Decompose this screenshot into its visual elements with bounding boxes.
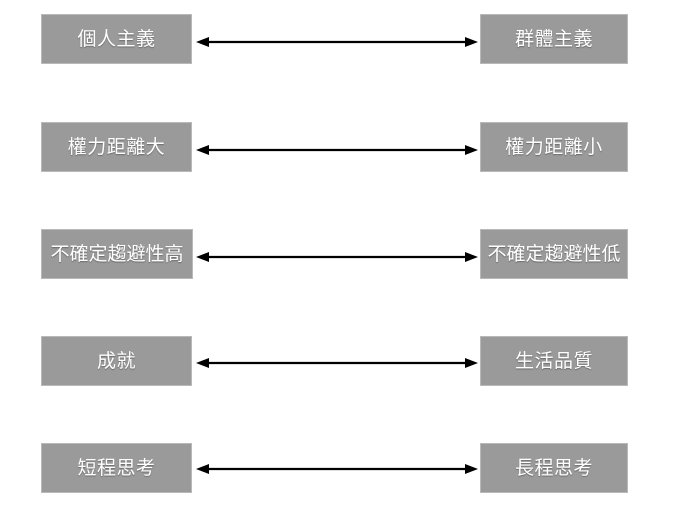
dimension-box-left[interactable]: 權力距離大 [41, 122, 192, 172]
dimension-label-right: 權力距離小 [505, 135, 603, 158]
dimension-box-right[interactable]: 權力距離小 [480, 122, 628, 172]
dimension-box-left[interactable]: 成就 [41, 336, 192, 386]
dimension-label-right: 生活品質 [514, 349, 593, 372]
dimension-box-right[interactable]: 群體主義 [480, 14, 628, 64]
dimension-label-left: 不確定趨避性高 [50, 242, 184, 265]
dimension-box-left[interactable]: 個人主義 [41, 14, 192, 64]
dimension-label-right: 群體主義 [514, 27, 593, 50]
dimension-box-right[interactable]: 生活品質 [480, 336, 628, 386]
dimension-box-right[interactable]: 長程思考 [480, 443, 628, 493]
bidirectional-arrow-icon [196, 462, 478, 476]
dimension-label-right: 不確定趨避性低 [487, 242, 621, 265]
dimension-label-right: 長程思考 [514, 456, 593, 479]
dimension-label-left: 成就 [96, 349, 136, 372]
dimension-box-left[interactable]: 不確定趨避性高 [41, 229, 193, 279]
dimension-label-left: 個人主義 [77, 27, 156, 50]
dimension-box-left[interactable]: 短程思考 [41, 443, 192, 493]
dimension-label-left: 權力距離大 [67, 135, 166, 158]
dimension-label-left: 短程思考 [77, 456, 156, 479]
dimension-box-right[interactable]: 不確定趨避性低 [480, 229, 628, 279]
